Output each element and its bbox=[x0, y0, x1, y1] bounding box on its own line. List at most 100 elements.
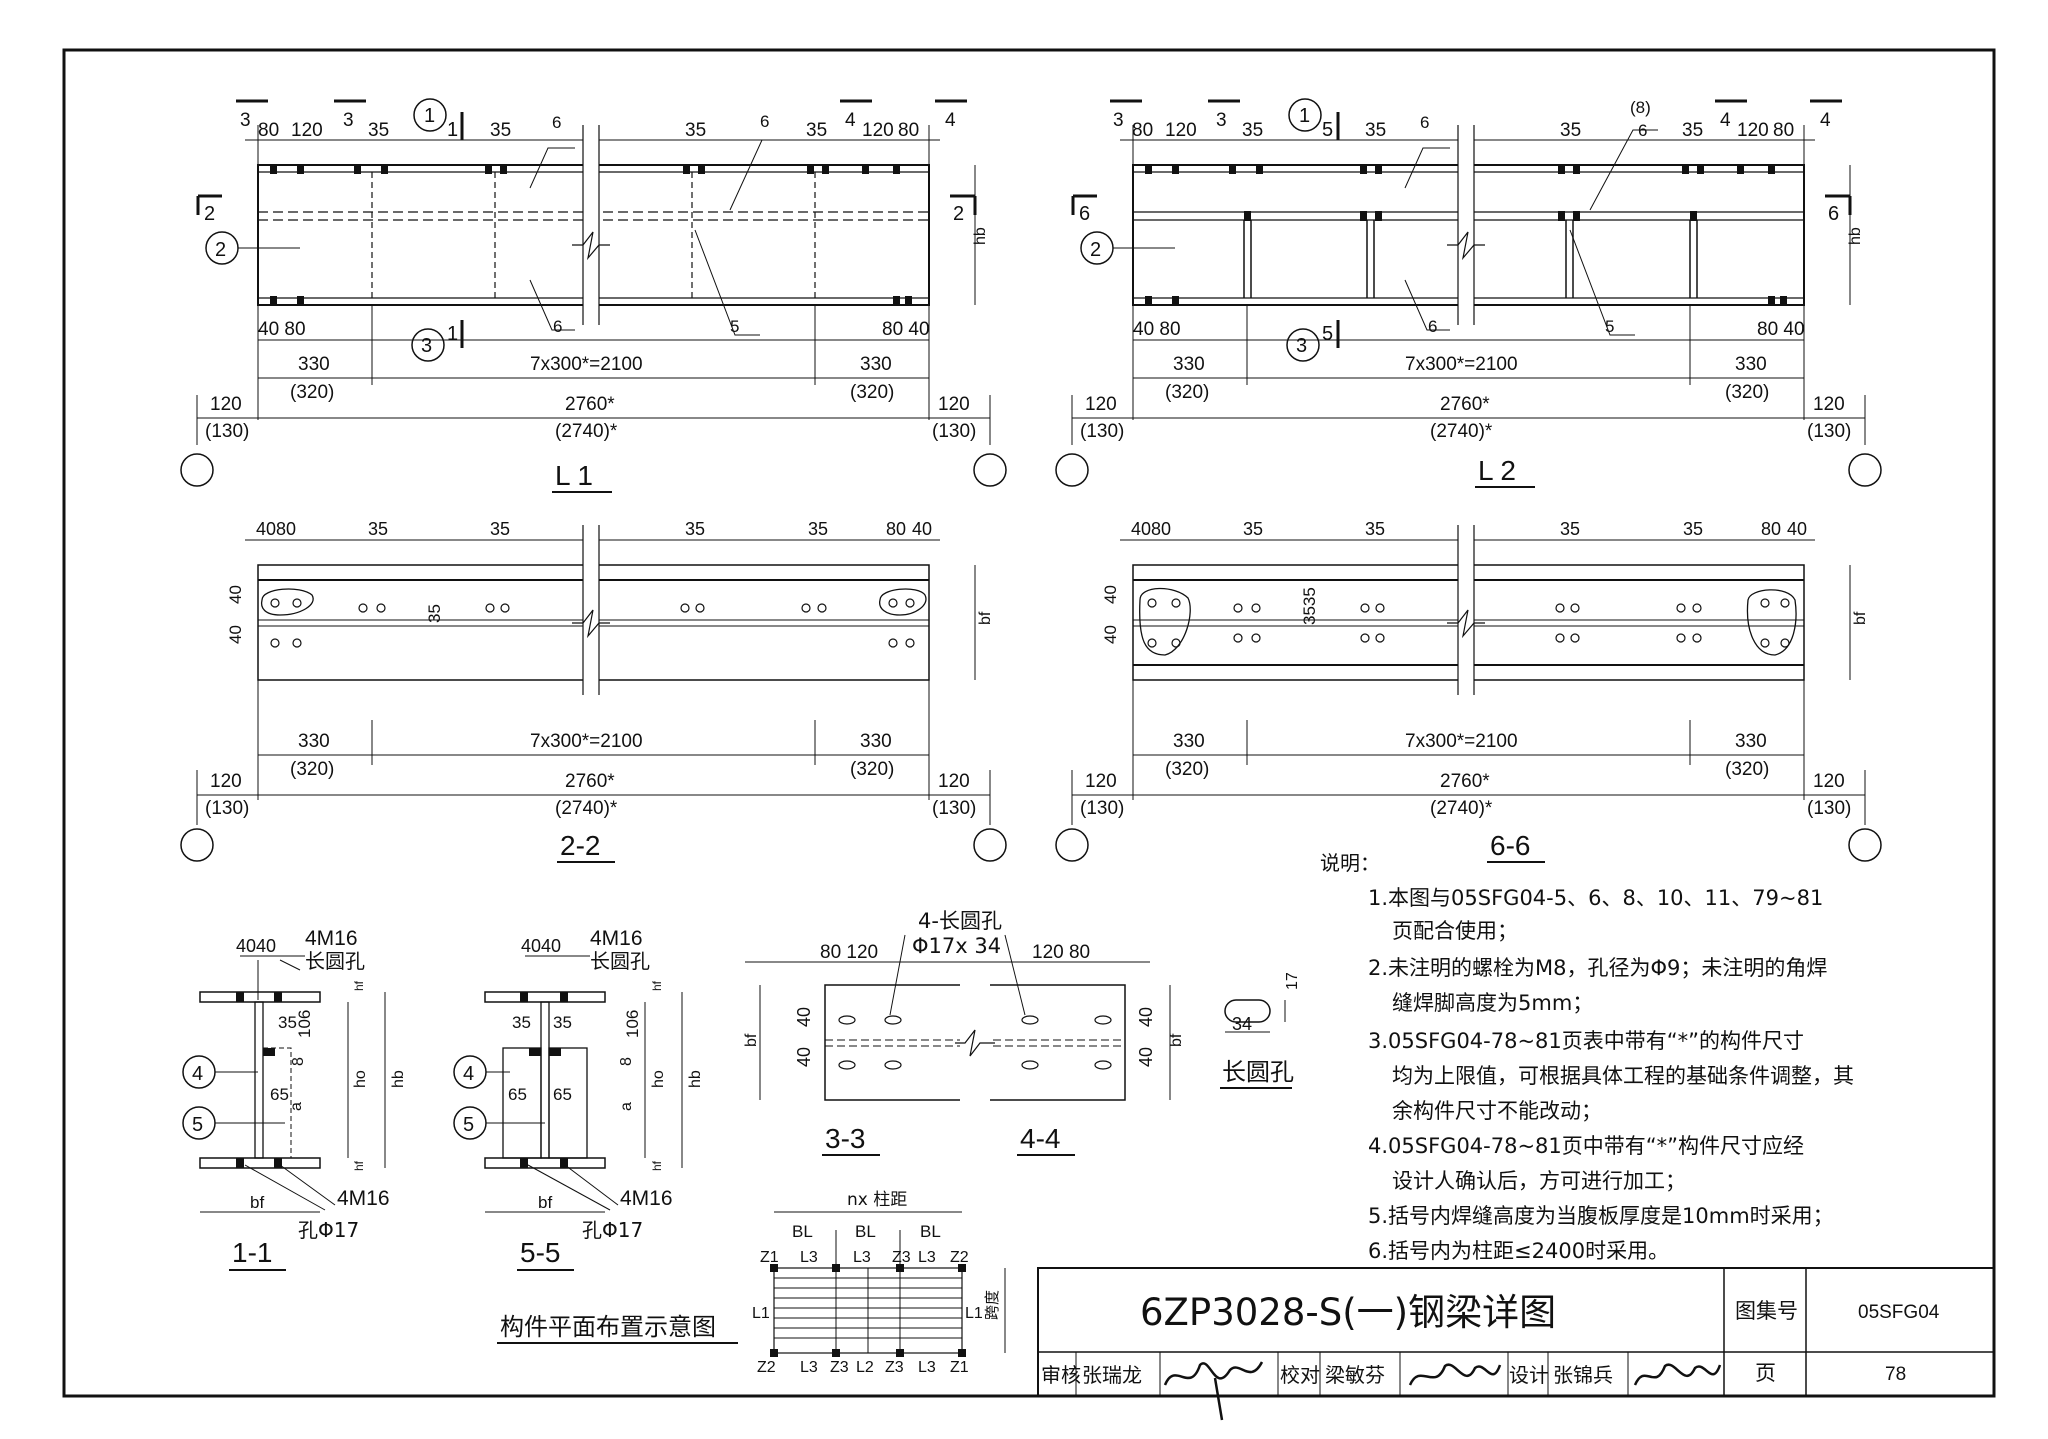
page-no: 78 bbox=[1885, 1364, 1906, 1385]
L1-top-dim: 80 bbox=[258, 120, 279, 141]
L2-section-mark: 6 bbox=[1828, 203, 1839, 225]
S11-d35: 35 bbox=[278, 1013, 297, 1032]
L1-d2740: (2740)* bbox=[555, 421, 618, 442]
reviewer: 张瑞龙 bbox=[1082, 1363, 1142, 1387]
S33-bf: bf bbox=[743, 1033, 760, 1047]
checker-signature bbox=[1408, 1363, 1502, 1386]
view-3-3-4-4: 4-长圆孔 Φ17x 34 80 120 120 80 bf 40 40 bf … bbox=[743, 909, 1185, 1156]
layout-l1-left: L1 bbox=[752, 1305, 770, 1322]
callout-1b: 1 bbox=[1299, 105, 1310, 127]
S11-d65: 65 bbox=[270, 1085, 289, 1104]
view-layout-schematic: nx 柱距 BL BL BL Z1 L3 L3 Z3 L3 Z2 bbox=[497, 1190, 1006, 1376]
S22-side: 40 bbox=[226, 625, 245, 644]
S66-d2740: (2740)* bbox=[1430, 798, 1493, 819]
slot-h: 17 bbox=[1284, 972, 1301, 990]
L2-weld-mid: 6 bbox=[1638, 121, 1647, 140]
notes-heading: 说明： bbox=[1320, 851, 1380, 875]
reviewer-signature bbox=[1163, 1361, 1264, 1421]
L1-d2100: 7x300*=2100 bbox=[530, 354, 643, 375]
view-L1: 3 80 120 3 35 35 35 35 4 120 80 4 1 1 bbox=[180, 98, 1007, 493]
S55-ho: ho bbox=[650, 1070, 667, 1088]
S55-circle5: 5 bbox=[463, 1114, 474, 1136]
S22-d330-right: 330 bbox=[860, 731, 892, 752]
note-line: 均为上限值，可根据具体工程的基础条件调整，其 bbox=[1392, 1064, 1854, 1088]
view-5-5: 4040 4M16 长圆孔 35 35 106 8 65 65 a hf ho … bbox=[453, 927, 704, 1271]
S11-d8: 8 bbox=[290, 1057, 307, 1066]
L1-top-dim: 35 bbox=[490, 120, 511, 141]
callout-3b: 3 bbox=[1296, 335, 1307, 357]
slot-title: 长圆孔 bbox=[1222, 1058, 1294, 1086]
L2-top-dim: 35 bbox=[1365, 120, 1386, 141]
S66-top: 80 bbox=[1761, 519, 1781, 539]
S22-top: 35 bbox=[685, 519, 705, 539]
S44-title: 4-4 bbox=[1020, 1123, 1060, 1154]
L2-d120-left: 120 bbox=[1085, 394, 1117, 415]
L1-section-mark: 2 bbox=[204, 203, 215, 225]
note-line: 3.05SFG04-78~81页表中带有“*”的构件尺寸 bbox=[1368, 1029, 1804, 1053]
S66-title: 6-6 bbox=[1490, 830, 1530, 861]
S66-d130-left: (130) bbox=[1080, 798, 1124, 819]
L1-d330-right: 330 bbox=[860, 354, 892, 375]
S22-d2760: 2760* bbox=[565, 771, 615, 792]
L1-section-mark: 1 bbox=[447, 323, 458, 345]
S55-title: 5-5 bbox=[520, 1237, 560, 1268]
L2-d2760: 2760* bbox=[1440, 394, 1490, 415]
L1-top-dim: 4 bbox=[845, 110, 856, 131]
L2-weld-eight: (8) bbox=[1630, 98, 1651, 117]
S66-d320-right: (320) bbox=[1725, 759, 1769, 780]
atlas-label: 图集号 bbox=[1735, 1299, 1798, 1323]
S44-d40b: 40 bbox=[1136, 1047, 1156, 1067]
layout-l3-bot: L2 bbox=[856, 1359, 874, 1376]
layout-bl: BL bbox=[855, 1222, 876, 1241]
L1-d330-left: 330 bbox=[298, 354, 330, 375]
L2-top-dim: 4 bbox=[1820, 110, 1831, 131]
L1-top-dim: 35 bbox=[368, 120, 389, 141]
L1-d320-right: (320) bbox=[850, 382, 894, 403]
S66-d2760: 2760* bbox=[1440, 771, 1490, 792]
note-line: 设计人确认后，方可进行加工； bbox=[1392, 1169, 1686, 1193]
S66-top: 35 bbox=[1683, 519, 1703, 539]
S11-a: a bbox=[288, 1102, 305, 1111]
L1-d320-left: (320) bbox=[290, 382, 334, 403]
S11-hole: 孔Φ17 bbox=[298, 1218, 359, 1242]
page-label: 页 bbox=[1755, 1361, 1776, 1385]
S11-hb: hb bbox=[390, 1070, 407, 1088]
note-line: 缝焊脚高度为5mm； bbox=[1392, 991, 1593, 1015]
designer-signature bbox=[1633, 1363, 1722, 1386]
S66-top: 35 bbox=[1365, 519, 1385, 539]
L1-section-mark: 2 bbox=[953, 203, 964, 225]
layout-l3-top: L3 bbox=[800, 1249, 818, 1266]
S22-d120-right: 120 bbox=[938, 771, 970, 792]
layout-l3-bot: L3 bbox=[918, 1359, 936, 1376]
L2-bottom-dims-right: 80 40 bbox=[1757, 319, 1805, 340]
callout-1: 1 bbox=[424, 105, 435, 127]
L1-weld-bot: 6 bbox=[553, 317, 562, 336]
L1-d130-left: (130) bbox=[205, 421, 249, 442]
layout-top-label: nx 柱距 bbox=[847, 1190, 907, 1210]
S22-bf: bf bbox=[977, 611, 994, 625]
L1-title: L 1 bbox=[555, 460, 593, 491]
layout-z-top: Z2 bbox=[950, 1249, 969, 1266]
review-label: 审核 bbox=[1041, 1363, 1081, 1387]
S66-d330-right: 330 bbox=[1735, 731, 1767, 752]
note-line: 2.未注明的螺栓为M8，孔径为Φ9；未注明的角焊 bbox=[1368, 956, 1827, 980]
outer-frame bbox=[62, 48, 1996, 1398]
S66-top: 35 bbox=[1243, 519, 1263, 539]
S11-bolt2: 4M16 bbox=[337, 1187, 390, 1210]
S66-d320-left: (320) bbox=[1165, 759, 1209, 780]
S33-label: 4-长圆孔 bbox=[918, 909, 1002, 933]
L2-d2740: (2740)* bbox=[1430, 421, 1493, 442]
L1-d120-right: 120 bbox=[938, 394, 970, 415]
L2-d130-right: (130) bbox=[1807, 421, 1851, 442]
check-label: 校对 bbox=[1280, 1363, 1320, 1387]
layout-l1-right: L1 bbox=[965, 1305, 983, 1322]
S33-top-r: 120 80 bbox=[1032, 942, 1090, 963]
L1-weld-top: 6 bbox=[552, 113, 561, 132]
layout-z-bot: Z2 bbox=[757, 1359, 776, 1376]
view-slot-detail: 34 17 长圆孔 bbox=[1220, 972, 1301, 1089]
S22-d330-left: 330 bbox=[298, 731, 330, 752]
note-line: 4.05SFG04-78~81页中带有“*”构件尺寸应经 bbox=[1368, 1134, 1804, 1158]
L2-d320-right: (320) bbox=[1725, 382, 1769, 403]
S66-bf: bf bbox=[1852, 611, 1869, 625]
